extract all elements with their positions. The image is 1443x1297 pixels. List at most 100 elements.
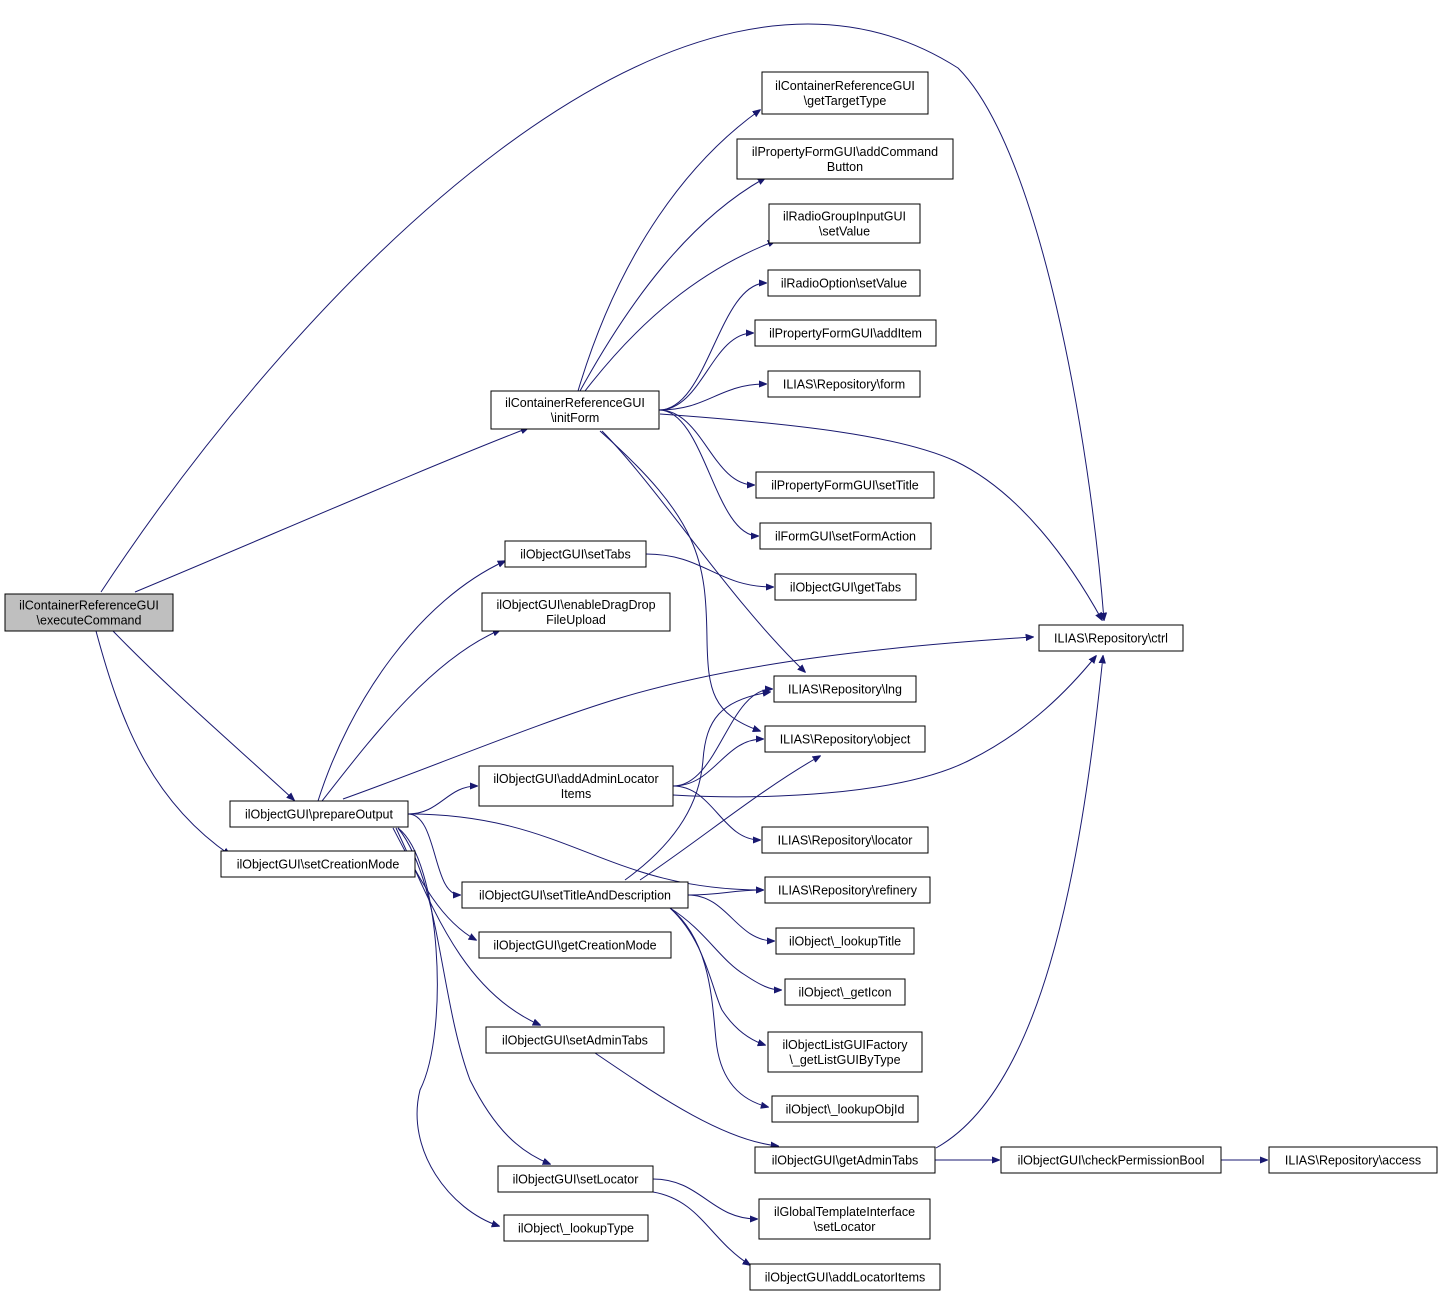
node-box[interactable] (774, 573, 917, 601)
node-lookupType[interactable]: ilObject\_lookupType (503, 1214, 649, 1242)
node-box[interactable] (490, 390, 660, 430)
edge-line (658, 333, 753, 411)
node-getCreationMode[interactable]: ilObjectGUI\getCreationMode (478, 931, 672, 959)
node-box[interactable] (764, 876, 931, 904)
node-label: ILIAS\Repository\lng (788, 683, 902, 697)
edge-line (935, 656, 1103, 1149)
node-box[interactable] (229, 800, 409, 828)
node-box[interactable] (749, 1263, 941, 1291)
node-box[interactable] (503, 1214, 649, 1242)
node-box[interactable] (754, 319, 937, 347)
node-box[interactable] (773, 675, 917, 703)
node-repoRefinery[interactable]: ILIAS\Repository\refinery (764, 876, 931, 904)
edge-line (645, 553, 773, 587)
node-repoForm[interactable]: ILIAS\Repository\form (767, 370, 921, 398)
node-label: ilObjectGUI\setCreationMode (237, 858, 400, 872)
node-getTargetType[interactable]: ilContainerReferenceGUI\getTargetType (761, 71, 929, 115)
edge-line (134, 428, 528, 593)
node-addItem[interactable]: ilPropertyFormGUI\addItem (754, 319, 937, 347)
node-label: ilContainerReferenceGUI (19, 599, 159, 613)
node-box[interactable] (1038, 624, 1184, 652)
node-label: ilGlobalTemplateInterface (774, 1205, 915, 1219)
node-getIcon[interactable]: ilObject\_getIcon (784, 978, 906, 1006)
node-box[interactable] (461, 881, 689, 909)
node-box[interactable] (767, 370, 921, 398)
node-setLocator[interactable]: ilObjectGUI\setLocator (497, 1165, 654, 1193)
node-box[interactable] (754, 1146, 936, 1174)
node-setTitle[interactable]: ilPropertyFormGUI\setTitle (755, 471, 935, 499)
node-lookupObjId[interactable]: ilObject\_lookupObjId (771, 1095, 919, 1123)
edge-line (672, 689, 772, 787)
node-box[interactable] (481, 592, 671, 632)
node-label: ilObjectGUI\setAdminTabs (502, 1034, 648, 1048)
edge-prepareOutput-to-setTabs (317, 561, 505, 802)
node-execute[interactable]: ilContainerReferenceGUI\executeCommand (4, 593, 174, 632)
node-box[interactable] (761, 71, 929, 115)
node-repoLocator[interactable]: ILIAS\Repository\locator (761, 826, 929, 854)
node-repoLng[interactable]: ILIAS\Repository\lng (773, 675, 917, 703)
edge-getAdminTabs-to-repoCtrl (935, 656, 1103, 1149)
node-box[interactable] (767, 269, 921, 297)
edge-line (584, 241, 775, 392)
node-box[interactable] (758, 1198, 931, 1240)
node-box[interactable] (759, 522, 932, 550)
node-checkPermissionBool[interactable]: ilObjectGUI\checkPermissionBool (1000, 1146, 1222, 1174)
node-box[interactable] (767, 1031, 923, 1073)
edge-line (95, 630, 230, 855)
node-setTitleAndDescription[interactable]: ilObjectGUI\setTitleAndDescription (461, 881, 689, 909)
node-label: ilObjectGUI\addLocatorItems (765, 1271, 926, 1285)
node-setTabs[interactable]: ilObjectGUI\setTabs (504, 540, 647, 568)
edge-prepareOutput-to-addAdminLocator (407, 786, 477, 815)
node-repoCtrl[interactable]: ILIAS\Repository\ctrl (1038, 624, 1184, 652)
node-label: ilObjectGUI\setLocator (513, 1173, 639, 1187)
node-getListGUIByType[interactable]: ilObjectListGUIFactory\_getListGUIByType (767, 1031, 923, 1073)
node-box[interactable] (1000, 1146, 1222, 1174)
edge-line (397, 827, 499, 1226)
edge-setLocator-to-addLocatorItems (652, 1191, 750, 1265)
node-addLocatorItems[interactable]: ilObjectGUI\addLocatorItems (749, 1263, 941, 1291)
node-label: ILIAS\Repository\object (780, 733, 911, 747)
node-box[interactable] (755, 471, 935, 499)
node-box[interactable] (485, 1026, 665, 1054)
node-radioOptionSetValue[interactable]: ilRadioOption\setValue (767, 269, 921, 297)
edge-execute-to-repoCtrl (100, 23, 1104, 620)
node-box[interactable] (768, 203, 921, 244)
node-box[interactable] (764, 725, 926, 753)
edge-initForm-to-repoForm (658, 384, 766, 411)
node-box[interactable] (220, 850, 416, 878)
node-repoAccess[interactable]: ILIAS\Repository\access (1268, 1146, 1438, 1174)
node-label: ilContainerReferenceGUI (775, 79, 915, 93)
node-globalTplSetLocator[interactable]: ilGlobalTemplateInterface\setLocator (758, 1198, 931, 1240)
node-box[interactable] (4, 593, 174, 632)
node-box[interactable] (784, 978, 906, 1006)
node-setFormAction[interactable]: ilFormGUI\setFormAction (759, 522, 932, 550)
node-box[interactable] (504, 540, 647, 568)
edge-setAdminTabs-to-getAdminTabs (594, 1052, 778, 1146)
node-box[interactable] (1268, 1146, 1438, 1174)
edge-line (669, 907, 765, 1045)
node-initForm[interactable]: ilContainerReferenceGUI\initForm (490, 390, 660, 430)
node-box[interactable] (775, 927, 915, 955)
node-label: ilObjectGUI\setTitleAndDescription (479, 889, 671, 903)
node-box[interactable] (761, 826, 929, 854)
node-box[interactable] (497, 1165, 654, 1193)
node-setAdminTabs[interactable]: ilObjectGUI\setAdminTabs (485, 1026, 665, 1054)
node-getTabs[interactable]: ilObjectGUI\getTabs (774, 573, 917, 601)
node-setCreationMode[interactable]: ilObjectGUI\setCreationMode (220, 850, 416, 878)
node-box[interactable] (736, 138, 954, 180)
node-radioGroupSetValue[interactable]: ilRadioGroupInputGUI\setValue (768, 203, 921, 244)
node-prepareOutput[interactable]: ilObjectGUI\prepareOutput (229, 800, 409, 828)
edge-line (669, 907, 768, 1107)
node-box[interactable] (771, 1095, 919, 1123)
node-label: ilPropertyFormGUI\addItem (769, 327, 922, 341)
node-box[interactable] (478, 931, 672, 959)
node-lookupTitle[interactable]: ilObject\_lookupTitle (775, 927, 915, 955)
node-getAdminTabs[interactable]: ilObjectGUI\getAdminTabs (754, 1146, 936, 1174)
node-box[interactable] (478, 765, 674, 807)
edge-line (672, 739, 763, 787)
edge-line (599, 430, 760, 731)
node-repoObject[interactable]: ILIAS\Repository\object (764, 725, 926, 753)
